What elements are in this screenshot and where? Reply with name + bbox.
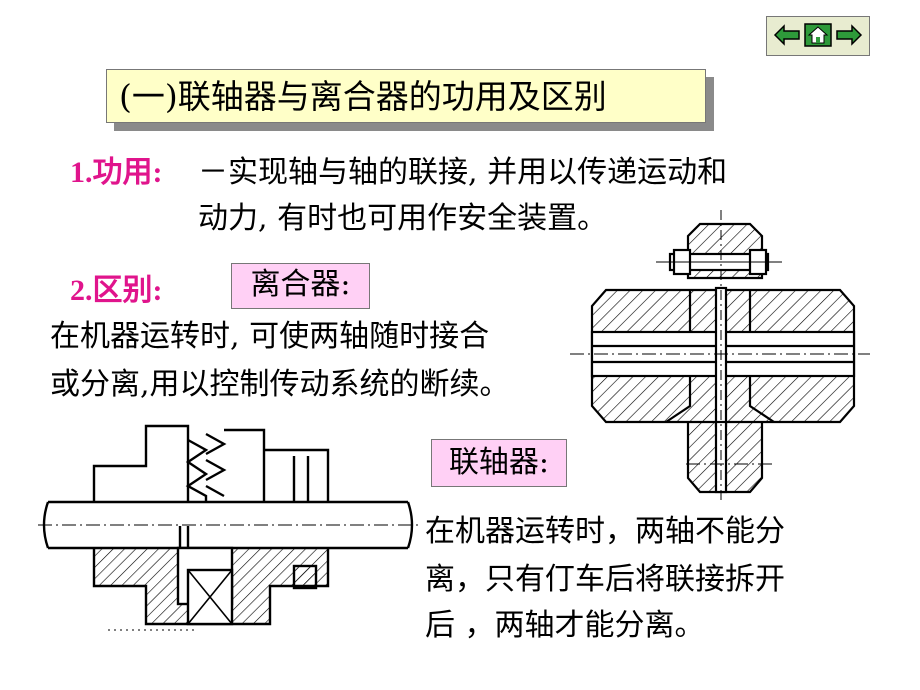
slide-navigation bbox=[766, 16, 870, 56]
clutch-line-1: 在机器运转时, 可使两轴随时接合 bbox=[50, 319, 490, 354]
slide-title: (一)联轴器与离合器的功用及区别 bbox=[106, 69, 706, 123]
coupling-line-2: 离，只有仃车后将联接拆开 bbox=[425, 562, 785, 597]
function-line-1: －实现轴与轴的联接, 并用以传递运动和 bbox=[198, 155, 728, 190]
function-label: 1.功用: bbox=[70, 156, 163, 189]
home-icon[interactable] bbox=[804, 23, 832, 47]
coupling-line-1: 在机器运转时，两轴不能分 bbox=[425, 514, 785, 549]
right-arrow-icon[interactable] bbox=[835, 23, 863, 47]
jaw-clutch-drawing bbox=[38, 424, 418, 631]
flange-coupling-drawing bbox=[570, 210, 870, 502]
coupling-line-3: 后 ，两轴才能分离。 bbox=[425, 608, 705, 643]
difference-label: 2.区别: bbox=[70, 274, 163, 307]
left-arrow-icon[interactable] bbox=[773, 23, 801, 47]
clutch-line-2: 或分离,用以控制传动系统的断续。 bbox=[50, 367, 510, 402]
function-line-2: 动力, 有时也可用作安全装置。 bbox=[198, 201, 608, 236]
clutch-tag: 离合器: bbox=[231, 263, 370, 309]
coupling-tag: 联轴器: bbox=[431, 439, 567, 487]
